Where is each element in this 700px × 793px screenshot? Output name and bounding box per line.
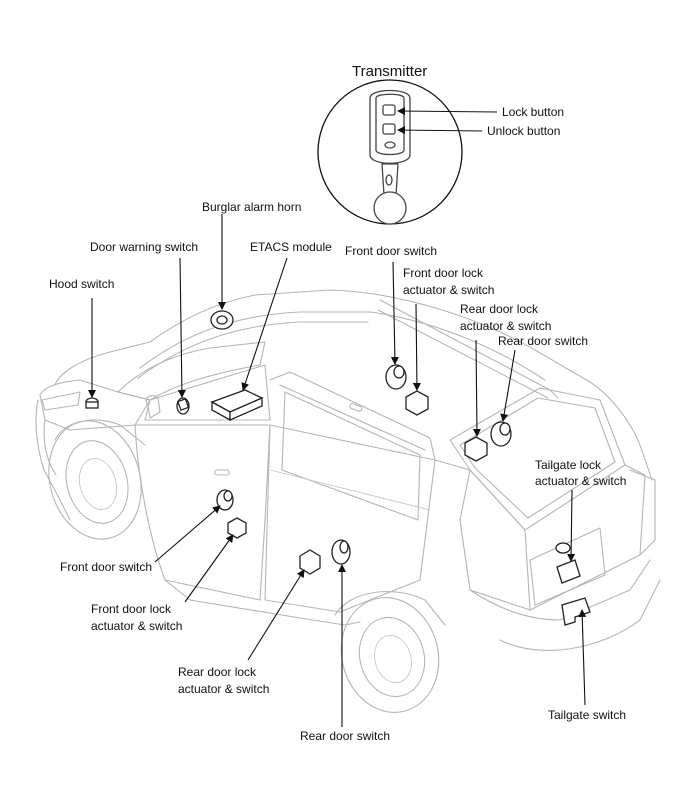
lock-button-leader xyxy=(397,107,498,116)
front-door-lock-bottom-label-2: actuator & switch xyxy=(91,619,182,633)
front-door-lock-bottom-label-1: Front door lock xyxy=(91,602,172,616)
front-door-switch-top-label: Front door switch xyxy=(345,244,437,258)
front-door-switch-bottom-label: Front door switch xyxy=(60,560,152,574)
etacs-module xyxy=(210,389,264,422)
burglar-alarm-horn-label: Burglar alarm horn xyxy=(202,200,301,214)
front-door-lock-top-label-1: Front door lock xyxy=(403,266,484,280)
tailgate-switch-label: Tailgate switch xyxy=(548,708,626,722)
tailgate-lock-actuator xyxy=(555,542,581,584)
rear-door-switch-upper xyxy=(490,421,512,447)
rear-door-lock-actuator-lower xyxy=(299,549,321,575)
transmitter-title: Transmitter xyxy=(352,63,427,80)
rear-door-lock-bottom-label-1: Rear door lock xyxy=(178,665,257,679)
burglar-alarm-horn xyxy=(210,310,234,330)
front-door-lock-top-label-2: actuator & switch xyxy=(403,283,494,297)
etacs-module-label: ETACS module xyxy=(250,240,332,254)
rear-door-switch-top-label: Rear door switch xyxy=(498,334,588,348)
hood-switch xyxy=(85,397,99,409)
rear-door-lock-top-label-2: actuator & switch xyxy=(460,319,551,333)
tailgate-lock-label-1: Tailgate lock xyxy=(535,458,602,472)
tailgate-lock-label-2: actuator & switch xyxy=(535,474,626,488)
leader-lines xyxy=(88,214,587,727)
front-door-switch-upper xyxy=(385,364,407,390)
rear-door-lock-top-label-1: Rear door lock xyxy=(460,302,539,316)
rear-door-lock-actuator-upper xyxy=(464,436,488,462)
rear-door-lock-bottom-label-2: actuator & switch xyxy=(178,682,269,696)
hood-switch-label: Hood switch xyxy=(49,277,114,291)
front-door-lock-actuator-upper xyxy=(405,390,429,416)
lock-button-label: Lock button xyxy=(502,105,564,119)
front-door-lock-actuator-lower xyxy=(227,517,247,539)
door-warning-switch xyxy=(176,397,190,415)
rear-door-switch-bottom-label: Rear door switch xyxy=(300,729,390,743)
vehicle-outline xyxy=(35,289,661,713)
front-door-switch-lower xyxy=(216,489,234,511)
rear-door-switch-lower xyxy=(331,539,351,565)
tailgate-switch xyxy=(561,597,591,626)
unlock-button-label: Unlock button xyxy=(487,124,560,138)
unlock-button-leader xyxy=(397,126,483,135)
transmitter-inset xyxy=(317,79,498,225)
door-warning-switch-label: Door warning switch xyxy=(90,240,198,254)
labels: Transmitter Lock button Unlock button Bu… xyxy=(49,63,626,743)
